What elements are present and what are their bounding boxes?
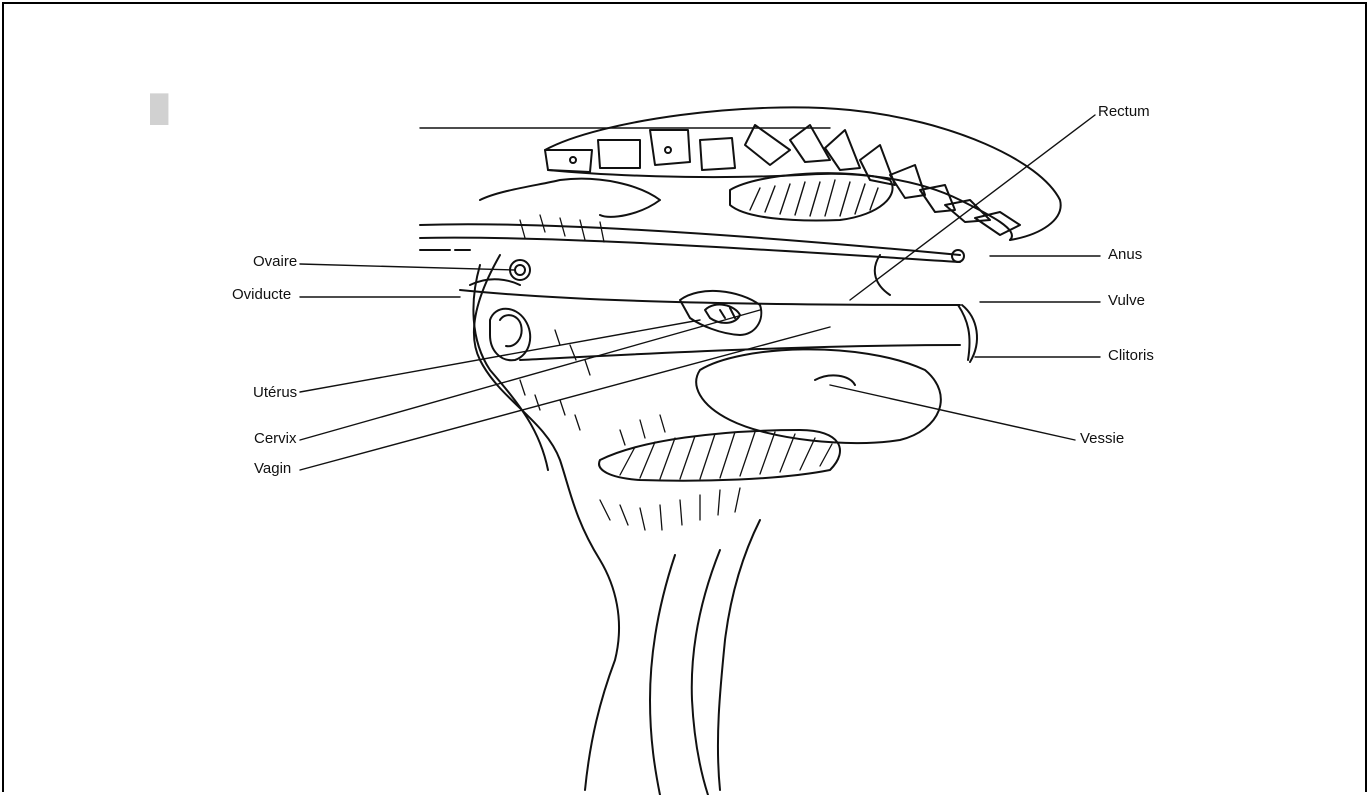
leader-vagin	[300, 327, 830, 470]
rectum-shape	[730, 173, 893, 220]
label-cervix: Cervix	[254, 430, 297, 447]
leader-vessie	[830, 385, 1075, 440]
label-vessie: Vessie	[1080, 430, 1124, 447]
leader-ovaire	[300, 264, 515, 270]
body-outline	[473, 179, 760, 795]
label-vulve: Vulve	[1108, 292, 1145, 309]
label-oviducte: Oviducte	[232, 286, 291, 303]
label-ovaire: Ovaire	[253, 253, 297, 270]
label-clitoris: Clitoris	[1108, 347, 1154, 364]
label-uterus: Utérus	[253, 384, 297, 401]
label-anus: Anus	[1108, 246, 1142, 263]
label-vagin: Vagin	[254, 460, 291, 477]
pelvic-floor	[599, 430, 840, 481]
lower-structures	[600, 488, 740, 530]
vaginal-canal	[460, 290, 977, 362]
label-rectum: Rectum	[1098, 103, 1150, 120]
posterior-band	[420, 224, 964, 295]
bladder	[696, 349, 941, 443]
leader-rectum	[850, 115, 1095, 300]
